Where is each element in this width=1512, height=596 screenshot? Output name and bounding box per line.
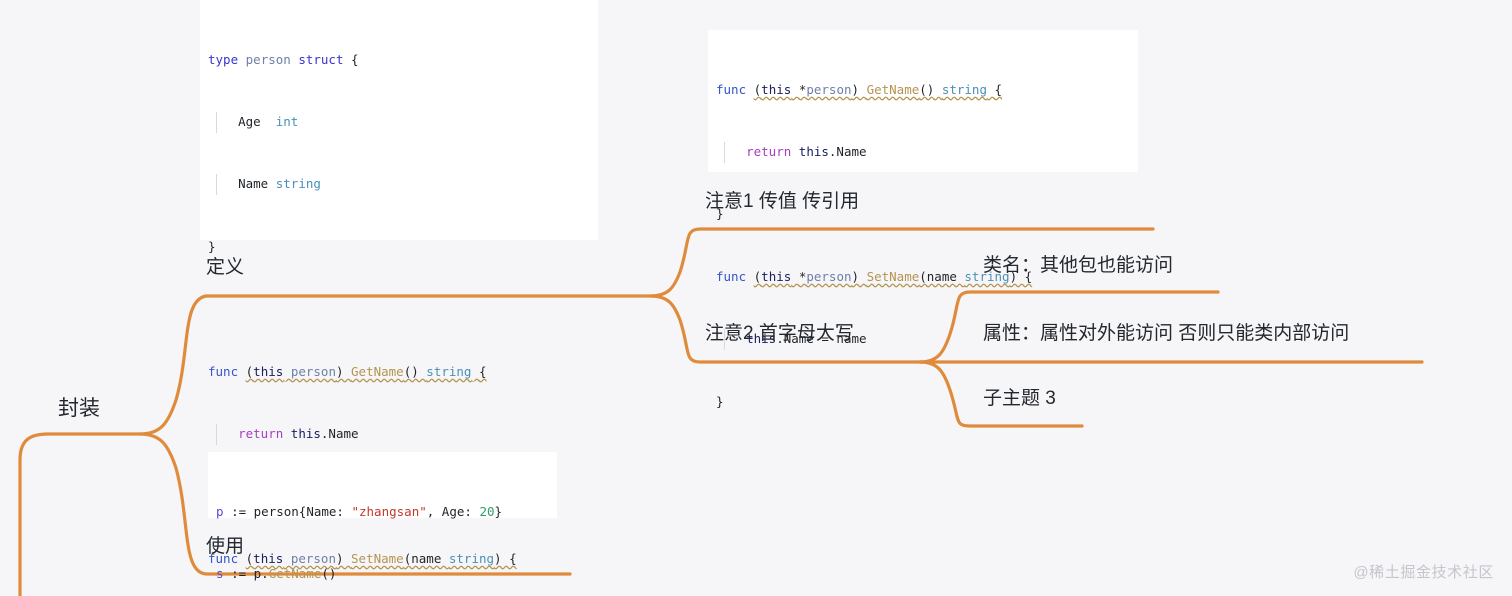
topic-root-encapsulation[interactable]: 封装 [58,397,100,420]
code-line: return this.Name [716,141,1128,163]
code-block-definition-struct: type person struct { Age int Name string… [200,0,598,566]
code-line: func (this *person) SetName(name string)… [716,268,1033,284]
code-line: func (this *person) GetName() string { [716,81,1003,97]
watermark: @稀土掘金技术社区 [1353,564,1494,581]
code-line: type person struct { [208,51,359,67]
code-line: p := person{Name: "zhangsan", Age: 20} [216,503,503,519]
topic-attribute[interactable]: 属性：属性对外能访问 否则只能类内部访问 [983,323,1350,344]
code-block-pointer-receiver: func (this *person) GetName() string { r… [708,30,1138,409]
topic-subtopic-3[interactable]: 子主题 3 [983,388,1056,409]
code-line: Age int [208,111,588,133]
code-block-usage-example: p := person{Name: "zhangsan", Age: 20} s… [208,452,557,581]
code-line: } [716,393,724,409]
topic-note2[interactable]: 注意2 首字母大写 [705,323,854,344]
indent-guide [216,423,217,445]
topic-usage[interactable]: 使用 [206,536,245,557]
code-line: func (this person) SetName(name string) … [208,550,517,566]
code-line: return this.Name [208,423,588,445]
code-line [208,299,588,320]
code-line: } [208,238,216,254]
indent-guide [216,111,217,133]
indent-guide [724,329,725,350]
code-line: this.Name = name [716,329,1128,350]
code-line: } [716,206,724,222]
topic-definition[interactable]: 定义 [206,257,245,278]
code-line: func (this person) GetName() string { [208,363,487,379]
code-line: s := p.GetName() [216,565,337,581]
code-line: Name string [208,174,588,196]
link-root-spine [18,432,142,596]
indent-guide [216,174,217,196]
topic-note1[interactable]: 注意1 传值 传引用 [705,191,860,212]
topic-class-name[interactable]: 类名：其他包也能访问 [983,255,1174,276]
indent-guide [724,141,725,163]
